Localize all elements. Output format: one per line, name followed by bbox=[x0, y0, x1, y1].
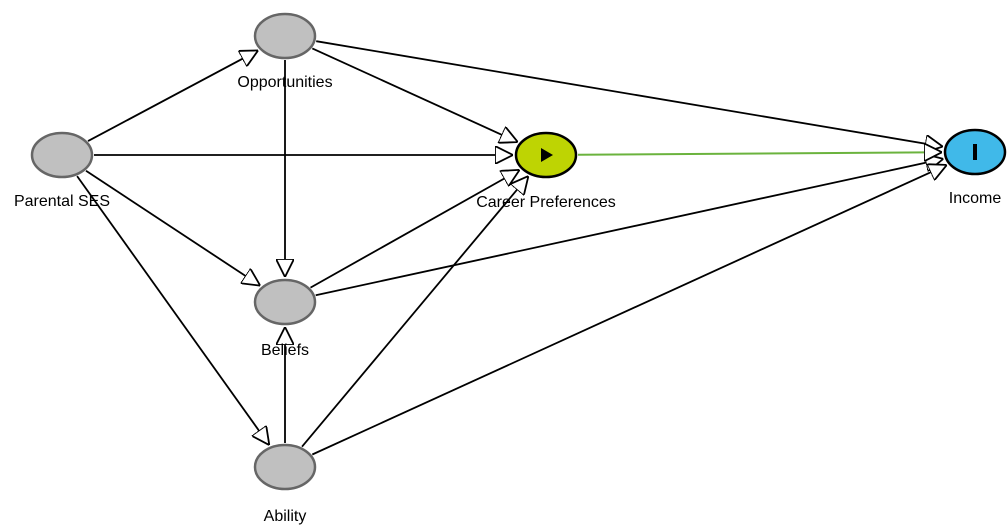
edge-opportunities-to-income[interactable] bbox=[316, 40, 943, 146]
edge-ability-to-income[interactable] bbox=[311, 165, 947, 456]
node-label: Opportunities bbox=[237, 74, 332, 91]
node-ellipse[interactable] bbox=[30, 131, 94, 179]
node-parental-ses[interactable]: Parental SES bbox=[14, 131, 110, 210]
node-beliefs[interactable]: Beliefs bbox=[253, 278, 317, 359]
node-label: Income bbox=[949, 190, 1002, 207]
edge-opportunities-to-career_preferences[interactable] bbox=[311, 47, 518, 142]
node-ellipse[interactable] bbox=[253, 12, 317, 60]
edge-parental_ses-to-ability[interactable] bbox=[76, 175, 269, 445]
node-income[interactable]: Income bbox=[943, 128, 1007, 207]
node-career-preferences[interactable]: Career Preferences bbox=[476, 131, 616, 211]
edges-layer bbox=[76, 40, 947, 456]
edge-beliefs-to-income[interactable] bbox=[315, 159, 944, 297]
node-label: Ability bbox=[264, 508, 307, 525]
node-opportunities[interactable]: Opportunities bbox=[237, 12, 333, 91]
node-label: Career Preferences bbox=[476, 194, 616, 211]
edge-beliefs-to-career_preferences[interactable] bbox=[310, 170, 520, 289]
node-label: Beliefs bbox=[261, 342, 309, 359]
play-triangle-icon bbox=[541, 148, 553, 162]
node-label: Parental SES bbox=[14, 193, 110, 210]
edge-ability-to-career_preferences[interactable] bbox=[301, 176, 528, 448]
edge-parental_ses-to-opportunities[interactable] bbox=[87, 50, 258, 142]
node-ellipse[interactable] bbox=[253, 278, 317, 326]
node-ability[interactable]: Ability bbox=[253, 443, 317, 525]
edge-parental_ses-to-beliefs[interactable] bbox=[85, 170, 260, 286]
i-bar-icon bbox=[973, 144, 977, 160]
edge-career_preferences-to-income[interactable] bbox=[577, 152, 942, 155]
node-ellipse[interactable] bbox=[253, 443, 317, 491]
